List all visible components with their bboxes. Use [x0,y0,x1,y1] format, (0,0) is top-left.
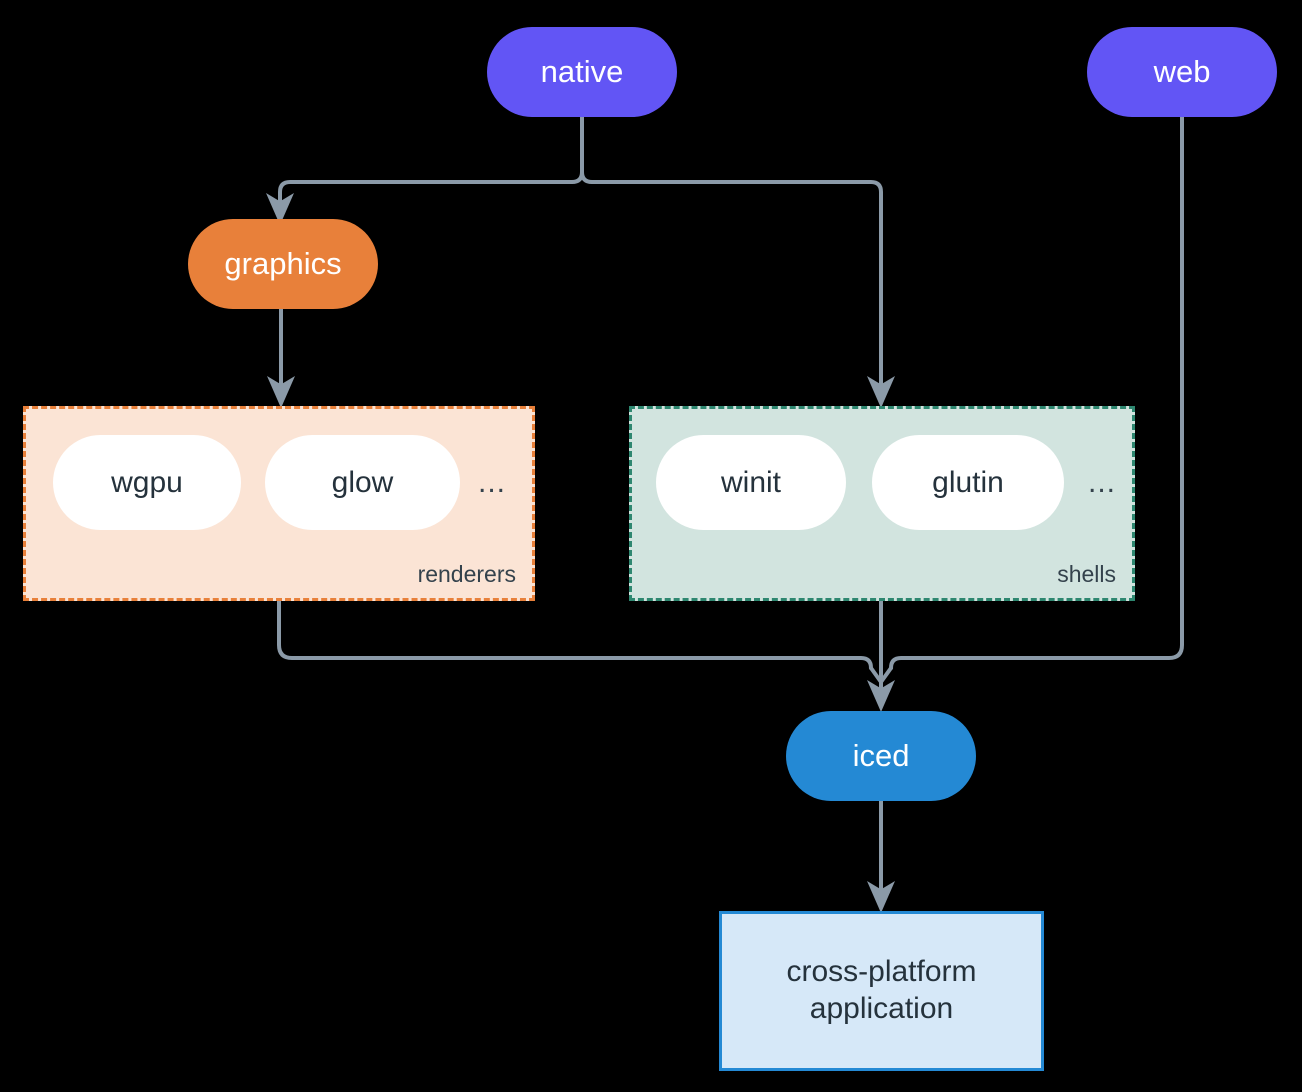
edge-renderers-to-iced [277,599,873,670]
node-application-label-line2: application [809,992,954,1025]
node-web[interactable]: web [1087,27,1277,117]
node-iced-label: iced [852,738,910,774]
cluster-renderers[interactable]: wgpu glow ... renderers [23,406,535,601]
cluster-shells[interactable]: winit glutin ... shells [629,406,1135,601]
node-iced[interactable]: iced [786,711,976,801]
cluster-renderers-label: renderers [417,561,516,587]
edge-native-to-graphics [266,180,574,225]
shells-overflow-ellipsis: ... [1088,465,1117,499]
node-glow-label: glow [331,465,394,499]
node-glutin[interactable]: glutin [872,435,1064,530]
node-cross-platform-application[interactable]: cross-platform application [719,911,1044,1071]
node-winit-label: winit [720,465,781,499]
edge-native-split-left [570,115,584,184]
node-graphics-label: graphics [224,246,342,282]
edge-native-split-right [580,170,594,184]
node-wgpu[interactable]: wgpu [53,435,241,530]
node-wgpu-label: wgpu [111,465,183,499]
cluster-shells-label: shells [1057,561,1116,587]
edge-junction-merge [869,666,893,684]
renderers-overflow-ellipsis: ... [478,465,507,499]
edge-native-to-shells [590,180,895,408]
node-winit[interactable]: winit [656,435,846,530]
node-web-label: web [1153,54,1211,90]
node-native[interactable]: native [487,27,677,117]
node-application-label-line1: cross-platform [786,955,977,989]
node-glutin-label: glutin [932,465,1004,499]
node-native-label: native [540,54,624,90]
node-graphics[interactable]: graphics [188,219,378,309]
node-glow[interactable]: glow [265,435,460,530]
